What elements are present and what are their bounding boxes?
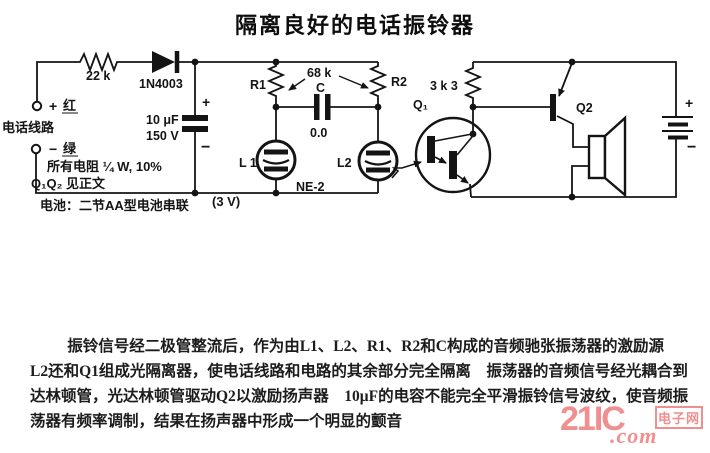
label-l2: L2 [337,156,352,170]
watermark-site: 电子网 [655,406,704,429]
note-battery-voltage: (3 V) [212,194,240,209]
l2-electrode-top [366,150,390,156]
cap-minus-sign: − [201,139,210,156]
speaker [587,115,627,198]
description-paragraph: 振铃信号经二极管整流后，作为由L1、L2、R1、R2和C构成的音频驰张振荡器的激… [30,334,689,434]
battery-plus-sign: + [685,95,693,111]
wire-q1-emitter-out [469,183,472,198]
q2-emitter [558,62,573,97]
neon-lamp-l2 [357,140,399,182]
label-10uf: 10 μF [146,113,179,127]
c-plate-left [314,94,320,120]
note-battery: 电池：二节AA型电池串联 [40,198,189,213]
resistor-r2 [368,62,388,107]
description-line: L2还和Q1组成光隔离器，使电话线路和电路的其余部分完全隔离 振荡器的音频信号经… [30,363,688,380]
cap-plate-top [182,115,208,121]
cap-plus-sign: + [202,94,210,110]
q1-t2-collector [456,136,473,156]
junction-dots [191,58,576,201]
junction-dot [272,58,280,66]
photo-darlington-q1 [391,116,492,194]
watermark-domain: .com [610,423,658,448]
terminal-green [30,143,42,155]
junction-dot [272,189,280,197]
terminal-plus-sign: + [49,98,57,114]
q1-circle [414,116,492,194]
terminal-red [31,100,43,112]
label-red: 红 [63,98,76,113]
q1-t1-emitter [434,156,447,164]
watermark-21ic: 21IC 电子网 .com [558,402,710,452]
description-line: 荡器有频率调制，结果在扬声器中形成一个明显的颤音 [30,413,403,430]
light-coupling-arrow [391,160,422,179]
label-22k: 22 k [86,69,110,83]
label-phone-line: 电话线路 [2,120,55,135]
description-line: 振铃信号经二极管整流后，作为由L1、L2、R1、R2和C构成的音频驰张振荡器的激… [67,338,664,355]
label-3k3: 3 k 3 [430,79,458,93]
label-q2: Q2 [576,101,593,115]
resistor-r1 [266,62,286,107]
wire-bottom-right [471,138,677,198]
description-line: 达林顿管，光达林顿管驱动Q2以激励扬声器 10μF的电容不能完全平滑振铃信号波纹… [30,388,689,405]
arrow-to-r1 [288,78,306,91]
battery [662,116,693,140]
junction-dot [191,58,199,66]
cap-plate-bottom [182,126,208,132]
junction-dot [272,103,280,111]
wire-speaker-return [571,165,589,197]
note-q1q2: Q₁Q₂ 见正文 [31,176,106,191]
terminal-minus-sign: − [49,141,57,157]
q2-base-bar [550,94,556,121]
wire-bottom-left [35,153,378,194]
junction-dot [568,58,576,66]
l1-electrode-bottom [264,166,288,172]
l2-arc [364,160,392,166]
label-r1: R1 [250,78,266,92]
l1-electrode-top [264,149,288,155]
page-title: 隔离良好的电话振铃器 [234,13,475,38]
q1-transistor1-bar [427,136,435,163]
q1-t1-collector [434,133,473,142]
label-150v: 150 V [146,129,179,143]
speaker-magnet [587,134,607,180]
junction-dot [374,103,382,111]
osc-capacitor-c [314,94,331,120]
wires [35,51,677,198]
label-1n4003: 1N4003 [139,77,183,91]
label-68k: 68 k [307,66,331,80]
filter-capacitor [182,115,208,132]
watermark-brand: 21IC [560,400,626,438]
note-resistors: 所有电阻 ¼ W, 10% [47,159,162,174]
label-q1: Q₁ [413,98,428,112]
l2-electrode-bottom [366,167,390,173]
junction-dot [469,103,477,111]
label-l1: L 1 [239,156,257,170]
label-r2: R2 [391,75,407,89]
q1-t2-emitter [456,174,469,184]
l1-bulb [255,139,297,181]
resistor-3k3 [463,62,483,107]
arrow-to-r2 [338,75,369,89]
label-ne2: NE-2 [296,180,325,194]
wire-top-right [473,61,677,116]
c-plate-right [325,94,331,120]
neon-lamp-l1 [255,139,297,181]
label-c: C [316,81,325,95]
battery-minus-sign: − [687,139,696,156]
speaker-cone [603,115,627,198]
junction-dot [191,189,199,197]
l1-arc [262,159,290,165]
wire-q2-collector [556,115,589,148]
value-callout-arrows [288,75,369,91]
label-green: 绿 [63,141,77,156]
junction-dot [568,193,576,201]
junction-dot [469,130,477,138]
diode-triangle [152,51,175,73]
q1-transistor2-bar [449,151,457,179]
label-c-value: 0.0 [310,126,327,140]
l2-bulb [357,140,399,182]
diode-1n4003 [152,51,180,73]
wire-top-left [36,51,154,102]
